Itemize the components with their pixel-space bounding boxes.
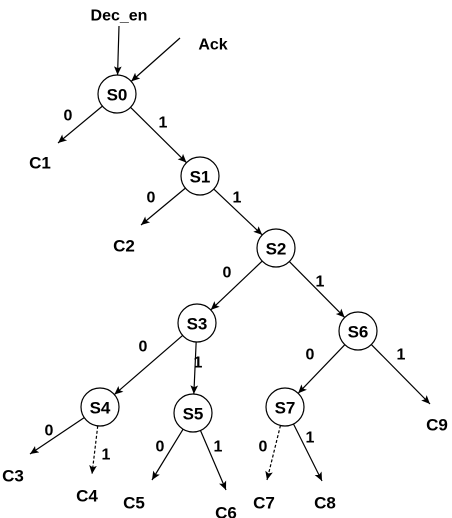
edge-label-s7-c8: 1 xyxy=(306,430,315,447)
edge-label-s6-s7: 0 xyxy=(306,347,315,364)
edge-s2-s6 xyxy=(288,261,346,318)
edge-label-s6-c9: 1 xyxy=(397,347,406,364)
edge-s6-s7 xyxy=(297,344,346,394)
state-label-s5: S5 xyxy=(183,405,204,424)
state-node-s4 xyxy=(80,387,120,427)
state-label-s7: S7 xyxy=(275,399,296,418)
output-label-c8: C8 xyxy=(314,494,336,513)
edge-ack-s0 xyxy=(130,37,181,82)
nodes-layer xyxy=(80,74,378,433)
output-label-c4: C4 xyxy=(76,487,98,506)
edge-label-s2-s6: 1 xyxy=(316,274,325,291)
edge-label-s4-c3: 0 xyxy=(45,423,54,440)
input-label-dec_en: Dec_en xyxy=(91,8,148,25)
edge-s7-c8 xyxy=(292,423,323,482)
edge-s7-c7 xyxy=(265,425,282,481)
state-node-s2 xyxy=(256,228,296,268)
output-label-c2: C2 xyxy=(113,237,135,256)
edge-label-s4-c4: 1 xyxy=(102,447,111,464)
edge-s5-c5 xyxy=(151,428,184,481)
edge-s1-s2 xyxy=(213,188,263,236)
state-node-s0 xyxy=(97,74,137,114)
input-label-ack: Ack xyxy=(198,37,227,54)
edge-s3-s4 xyxy=(113,334,184,396)
edge-s0-s1 xyxy=(130,106,187,164)
state-node-s5 xyxy=(173,393,213,433)
edges-layer xyxy=(29,25,431,491)
edge-s4-c3 xyxy=(29,417,85,455)
output-label-c9: C9 xyxy=(426,416,448,435)
edge-s3-s5 xyxy=(190,341,199,395)
state-label-s2: S2 xyxy=(266,240,287,259)
state-label-s4: S4 xyxy=(90,399,111,418)
edge-label-s3-s5: 1 xyxy=(194,355,203,372)
edge-label-s5-c6: 1 xyxy=(214,439,223,456)
state-node-s6 xyxy=(338,311,378,351)
edge-label-s3-s4: 0 xyxy=(139,339,148,356)
edge-s0-c1 xyxy=(57,105,103,144)
output-label-c5: C5 xyxy=(123,494,145,513)
edge-label-s1-s2: 1 xyxy=(233,190,242,207)
state-label-s3: S3 xyxy=(187,315,208,334)
output-label-c7: C7 xyxy=(253,494,275,513)
output-label-c6: C6 xyxy=(215,504,237,518)
edge-s5-c6 xyxy=(199,430,227,491)
edge-dec_en-s0 xyxy=(113,25,122,76)
state-node-s7 xyxy=(265,387,305,427)
state-node-s1 xyxy=(180,156,220,196)
state-node-s3 xyxy=(177,303,217,343)
edge-label-s5-c5: 0 xyxy=(156,439,165,456)
edge-s2-s3 xyxy=(210,260,263,311)
state-label-s0: S0 xyxy=(107,86,128,105)
edge-label-s0-s1: 1 xyxy=(159,115,168,132)
edge-s4-c4 xyxy=(89,425,99,475)
output-label-c1: C1 xyxy=(29,154,51,173)
state-label-s6: S6 xyxy=(348,323,369,342)
edge-label-s0-c1: 0 xyxy=(64,108,73,125)
edge-label-s7-c7: 0 xyxy=(259,439,268,456)
state-label-s1: S1 xyxy=(190,168,211,187)
edge-s1-c2 xyxy=(140,187,186,226)
edge-s6-c9 xyxy=(370,344,431,405)
output-label-c3: C3 xyxy=(2,467,24,486)
edge-label-s1-c2: 0 xyxy=(147,190,156,207)
edge-label-s2-s3: 0 xyxy=(223,265,232,282)
